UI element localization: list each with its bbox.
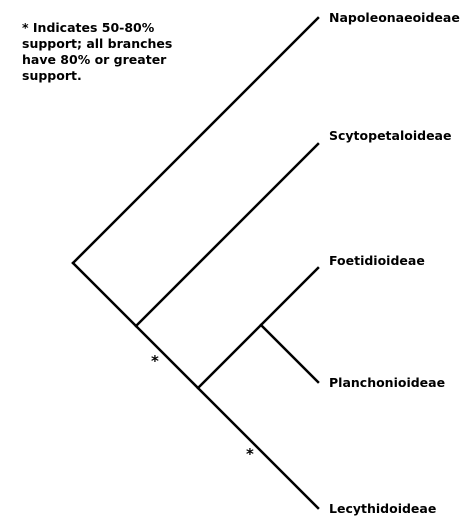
taxon-label-lecythidoideae: Lecythidoideae: [329, 501, 436, 516]
branch-planchonioideae: [259, 323, 320, 384]
note-line-1: * Indicates 50-80%: [22, 20, 155, 35]
taxon-label-scytopetaloideae: Scytopetaloideae: [329, 128, 451, 143]
note-line-3: have 80% or greater: [22, 52, 167, 67]
branch-trunk-to-lecythidoideae: [71, 261, 320, 510]
support-legend-note: * Indicates 50-80% support; all branches…: [22, 20, 192, 84]
support-marker-scytopetaloideae-node: *: [151, 352, 159, 370]
branch-foetidioideae: [196, 266, 320, 390]
branch-scytopetaloideae: [134, 142, 320, 328]
taxon-label-planchonioideae: Planchonioideae: [329, 375, 445, 390]
taxon-label-napoleonaeoideae: Napoleonaeoideae: [329, 10, 460, 25]
support-marker-lecythidoideae-node: *: [246, 445, 254, 463]
note-line-4: support.: [22, 68, 82, 83]
branch-napoleonaeoideae: [71, 16, 320, 265]
note-line-2: support; all branches: [22, 36, 173, 51]
taxon-label-foetidioideae: Foetidioideae: [329, 253, 425, 268]
